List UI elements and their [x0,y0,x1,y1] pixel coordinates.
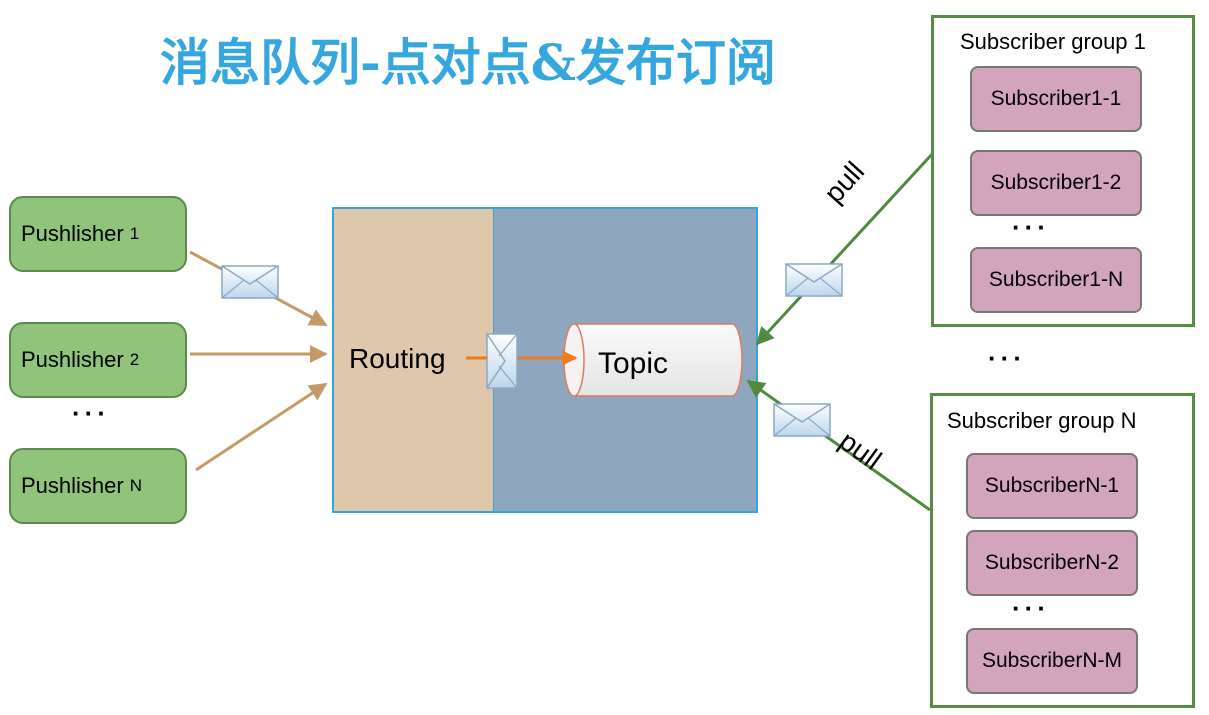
subscriber-group-label: Subscriber group 1 [960,29,1146,54]
publisher-number: 2 [129,350,140,369]
routing-envelope-icon [486,333,518,389]
subscriber-ellipsis: ··· [1012,593,1050,623]
subscriber-box: SubscriberN-M [966,628,1138,694]
subscriber-box: Subscriber1-1 [970,66,1142,132]
envelope-icon [221,265,279,299]
publisher-box-1: Pushlisher 1 [9,196,187,272]
subscriber-ellipsis: ··· [1012,212,1050,242]
routing-label: Routing [349,343,446,374]
subscriber-group-label: Subscriber group N [947,408,1137,433]
publisher-box-n: Pushlisher N [9,448,187,524]
publish-arrow-n [195,382,328,472]
publisher-name: Pushlisher [21,473,124,498]
subscriber-box: Subscriber1-N [970,247,1142,313]
group-ellipsis: ··· [988,343,1026,373]
envelope-icon [785,263,843,297]
subscriber-box: Subscriber1-2 [970,150,1142,216]
publisher-name: Pushlisher [21,221,124,246]
publisher-ellipsis: ··· [72,398,110,428]
pull-arrow-group-n [746,379,931,512]
subscriber-box: SubscriberN-2 [966,530,1138,596]
publisher-number: 1 [129,224,140,243]
publisher-name: Pushlisher [21,347,124,372]
envelope-icon [773,403,831,437]
topic-label: Topic [598,347,669,380]
pull-arrow-group-1 [755,150,936,346]
publisher-number: N [129,476,142,495]
page-title: 消息队列-点对点&发布订阅 [160,33,776,92]
publisher-box-2: Pushlisher 2 [9,322,187,398]
routing-panel [332,207,494,513]
subscriber-box: SubscriberN-1 [966,453,1138,519]
